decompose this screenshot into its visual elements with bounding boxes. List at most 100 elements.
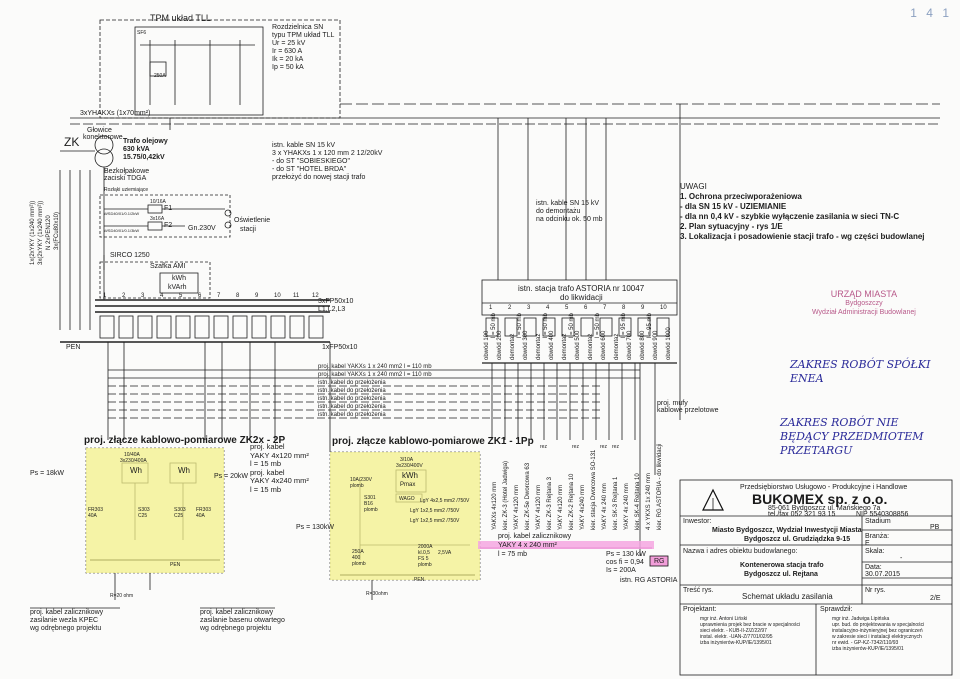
transformer-line: Trafo olejowy bbox=[123, 138, 168, 145]
zk2-fr-b: FR303 bbox=[196, 507, 212, 513]
company-line: Przedsiębiorstwo Usługowo - Produkcyjne … bbox=[740, 484, 908, 491]
tresc-value: Schemat układu zasilania bbox=[742, 592, 833, 601]
gn-label: Gn.230V bbox=[188, 225, 216, 232]
investor-line-1: Miasto Bydgoszcz, Wydział Inwestycji Mia… bbox=[712, 527, 862, 534]
rg-label: RG bbox=[654, 558, 665, 565]
rez-label: rez bbox=[572, 444, 579, 450]
pen-bar-label: 1xFP50x10 bbox=[322, 344, 358, 351]
astoria-is: Is = 200A bbox=[606, 567, 636, 574]
astoria-field-box bbox=[542, 317, 556, 337]
rez-label: rez bbox=[612, 444, 619, 450]
istn-line: istn. kable SN 15 kV bbox=[272, 142, 336, 149]
kier-label: kier. ZK-2 Rejtana 10 bbox=[569, 473, 575, 530]
astoria-circuit-label: obwód 200 bbox=[497, 330, 503, 360]
rez-label: rez bbox=[600, 444, 607, 450]
bottom-note-right: proj. kabel zalicznikowy zasilanie basen… bbox=[200, 609, 285, 633]
astoria-circuit-label: obwód 400 bbox=[549, 330, 555, 360]
projektant-line: uprawnienia projek bez bracie w specjaln… bbox=[700, 622, 801, 628]
tresc-label: Treść rys. bbox=[683, 587, 714, 594]
astoria-length-label: l = 95 mb bbox=[647, 313, 653, 338]
astoria-length-label: l = 50 mb bbox=[517, 313, 523, 338]
zk1-r: R=30ohm bbox=[366, 591, 388, 597]
tpm-spec-line: Ur = 25 kV bbox=[272, 40, 306, 47]
proj-kabel-line: l = 15 mb bbox=[250, 484, 282, 494]
left-feeder-3: N 2xPEN120 bbox=[46, 215, 52, 250]
company-address-2: tel./fax 052 321 93 15 bbox=[768, 511, 836, 518]
fuse-label: Bezkołpakowe bbox=[104, 168, 150, 175]
f1-label: F1 bbox=[164, 205, 173, 212]
bus-field-number: 4 bbox=[160, 293, 164, 299]
bus-field-box bbox=[251, 315, 267, 339]
astoria-length-label: l = 95 mb bbox=[621, 313, 627, 338]
astoria-circuit-label: demontaż bbox=[536, 333, 542, 360]
bus-field-box bbox=[232, 315, 248, 339]
zk1-rtr: 250A bbox=[352, 549, 364, 555]
istn-sn-mid: istn. kable SN 15 kV do demontażu na odc… bbox=[536, 200, 603, 224]
zk2-meter-2: Wh bbox=[178, 466, 190, 475]
sprawdzil-line: upr. bud. do projektowania w specjalnośc… bbox=[832, 622, 925, 628]
kier-label: kier. ZK-3 Rejtana 3 bbox=[547, 476, 553, 530]
zk1-lgy-3: LgY 1x2,5 mm2 /750V bbox=[410, 518, 460, 524]
zk1-wago: WAGO bbox=[399, 496, 415, 502]
bus-field-number: 1 bbox=[103, 293, 107, 299]
nr-label: Nr rys. bbox=[865, 587, 886, 594]
left-feeder-2: 3x(2xYKY (1x240 mm²)) bbox=[38, 200, 44, 265]
bus-field-number: 10 bbox=[274, 293, 281, 299]
zk2-rating: 10/40A bbox=[124, 452, 140, 458]
astoria-field-box bbox=[504, 317, 518, 337]
astoria-circuit-label: obwód 500 bbox=[575, 330, 581, 360]
zk1-fuse-3: FS 5 bbox=[418, 556, 429, 562]
transformer-line: 15.75/0,42kV bbox=[123, 154, 165, 161]
tpm-spec-line: Rozdzielnica SN bbox=[272, 24, 324, 31]
proj-line-label: istn. kabel do przełożenia bbox=[318, 380, 386, 386]
astoria-circuit-label: obwód 900 bbox=[653, 330, 659, 360]
investor-label: Inwestor: bbox=[683, 518, 712, 525]
kier-label: YAKY 4x120 mm bbox=[536, 484, 542, 530]
istn-line: 3 x YHAKXs 1 x 120 mm 2 12/20kV bbox=[272, 150, 383, 157]
zk2-highlight bbox=[86, 448, 224, 573]
zk2-r: R=20 ohm bbox=[110, 593, 134, 599]
astoria-cos: cos fi = 0,94 bbox=[606, 559, 644, 566]
glowice-label: Głowice bbox=[87, 127, 112, 134]
tpm-spec: Rozdzielnica SN typu TPM układ TLL Ur = … bbox=[272, 24, 334, 72]
astoria-field-box bbox=[580, 317, 594, 337]
zk1-meter-2: Pmax bbox=[400, 482, 416, 488]
bus-label: 3xFP50x10 bbox=[318, 298, 354, 305]
proj-kabel-line: YAKY 4x120 mm² bbox=[250, 450, 309, 460]
lighting-label: Oświetlenie bbox=[234, 217, 271, 224]
pink-cable-highlight bbox=[478, 541, 654, 549]
tpm-spec-line: typu TPM układ TLL bbox=[272, 32, 335, 39]
bus-field-number: 11 bbox=[293, 293, 300, 299]
proj-kabel-line: YAKY 4x240 mm² bbox=[250, 476, 309, 485]
istn-line: - do ST "SOBIESKIEGO" bbox=[272, 158, 350, 165]
sprawdzil-details: mgr inż. Jadwiga Lipińska upr. bud. do p… bbox=[832, 616, 924, 652]
zk2-title: proj. złącze kablowo-pomiarowe ZK2x - 2P bbox=[84, 435, 286, 446]
zk1-s301-2: B16 bbox=[364, 501, 373, 507]
zk1-lgy-1: LgY 4x2,5 mm2 /750V bbox=[420, 498, 470, 504]
stamp-line: URZĄD MIASTA bbox=[830, 289, 898, 299]
uwagi-item: 3. Lokalizacja i posadowienie stacji tra… bbox=[680, 232, 925, 241]
astoria-circuit-label: obwód 800 bbox=[640, 330, 646, 360]
bus-field-number: 12 bbox=[312, 293, 319, 299]
left-feeder-4: 3x(FCu80x10) bbox=[54, 211, 60, 250]
bus-field-number: 8 bbox=[236, 293, 240, 299]
pink-cable-line-3: l = 75 mb bbox=[498, 551, 527, 558]
sprawdzil-line: mgr inż. Jadwiga Lipińska bbox=[832, 616, 890, 622]
bottom-note-line: proj. kabel zalicznikowy bbox=[30, 609, 104, 616]
zk1-rating: 3/10A bbox=[400, 457, 414, 463]
proj-line-label: istn. kabel do przełożenia bbox=[318, 388, 386, 394]
astoria-field-number: 8 bbox=[622, 305, 626, 311]
astoria-field-box bbox=[618, 317, 632, 337]
bus-field-box bbox=[194, 315, 210, 339]
zk2-s303-a: S303 bbox=[138, 507, 150, 513]
bus-field-box bbox=[118, 315, 134, 339]
meter-kvarh: kVArh bbox=[168, 284, 187, 291]
stadium-value: PB bbox=[930, 524, 940, 531]
astoria-field-box bbox=[637, 317, 651, 337]
bottom-note-line: zasilanie basenu otwartego bbox=[200, 617, 285, 624]
kier-label: kier. SK-4 Rejtana 10 bbox=[635, 473, 641, 530]
cable-top-label: 3xYHAKXs (1x70mm²) bbox=[80, 110, 151, 117]
astoria-field-number: 5 bbox=[565, 305, 569, 311]
kier-label: YAKXs 4x120 mm bbox=[492, 481, 498, 530]
